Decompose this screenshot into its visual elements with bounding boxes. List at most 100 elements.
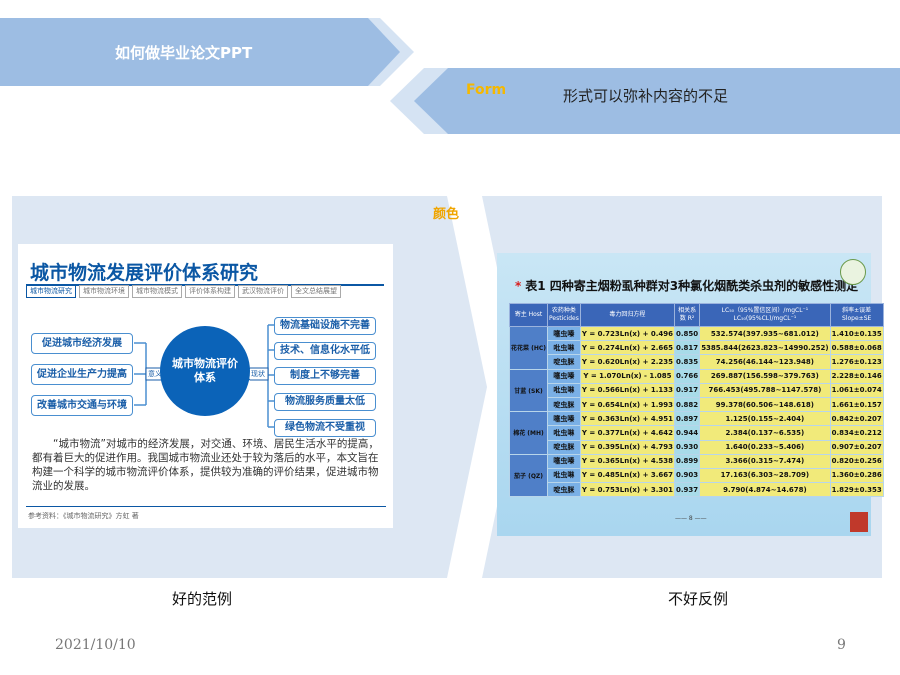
slide-tab-strip: 城市物流研究 城市物流环境 城市物流模式 评价体系构建 武汉物流评价 全文总结展… bbox=[26, 285, 386, 299]
equation-cell: Y = 0.654Ln(x) + 1.993 bbox=[579, 396, 676, 413]
pesticide-cell: 噻虫嗪 bbox=[547, 325, 581, 342]
bad-example-caption: 不好反例 bbox=[668, 590, 729, 608]
right-item: 物流基础设施不完善 bbox=[274, 317, 376, 335]
slide-page-number: —— 8 —— bbox=[675, 515, 707, 522]
left-arrow-label: 意义 bbox=[148, 370, 162, 378]
pesticide-cell: 吡虫啉 bbox=[547, 382, 581, 398]
r2-cell: 0.903 bbox=[674, 467, 701, 484]
lc50-cell: 74.256(46.144~123.948) bbox=[699, 354, 831, 370]
r2-cell: 0.917 bbox=[674, 382, 701, 398]
bad-example-slide: *表1 四种寄主烟粉虱种群对3种氯化烟酰类杀虫剂的敏感性测定 寄主 Host 农… bbox=[497, 253, 884, 536]
pesticide-cell: 啶虫脒 bbox=[547, 396, 581, 413]
r2-cell: 0.817 bbox=[674, 340, 701, 356]
asterisk: * bbox=[515, 279, 522, 293]
r2-cell: 0.944 bbox=[674, 425, 701, 441]
table-header: 斜率±误差 Slope±SE bbox=[829, 303, 884, 327]
pesticide-cell: 吡虫啉 bbox=[547, 467, 581, 484]
table-header: 毒力回归方程 bbox=[579, 303, 676, 327]
pesticide-cell: 啶虫脒 bbox=[547, 354, 581, 370]
table-header: 相关系数 R² bbox=[674, 303, 701, 327]
equation-cell: Y = 0.723Ln(x) + 0.496 bbox=[579, 325, 676, 342]
equation-cell: Y = 0.566Ln(x) + 1.133 bbox=[579, 382, 676, 398]
host-cell: 甘蓝 (SK) bbox=[509, 368, 548, 413]
slope-cell: 0.820±0.256 bbox=[829, 453, 884, 469]
pesticide-cell: 啶虫脒 bbox=[547, 482, 581, 498]
r2-cell: 0.930 bbox=[674, 439, 701, 455]
slope-cell: 1.061±0.074 bbox=[829, 382, 884, 398]
right-item: 技术、信息化水平低 bbox=[274, 342, 376, 360]
table-header: LC₅₀（95%置信区间）/mgCL⁻¹ LC₅₀(95%CL)/mgCL⁻¹ bbox=[699, 303, 831, 327]
center-label: 城市物流评价体系 bbox=[172, 357, 238, 384]
table-header: 寄主 Host bbox=[509, 303, 548, 327]
slope-cell: 0.907±0.207 bbox=[829, 439, 884, 455]
slope-cell: 1.829±0.353 bbox=[829, 482, 884, 498]
footer-date: 2021/10/10 bbox=[55, 637, 136, 653]
form-banner bbox=[390, 68, 900, 134]
r2-cell: 0.766 bbox=[674, 368, 701, 384]
equation-cell: Y = 0.395Ln(x) + 4.793 bbox=[579, 439, 676, 455]
host-cell: 花花菜 (HC) bbox=[509, 326, 548, 370]
left-item: 改善城市交通与环境 bbox=[31, 395, 133, 416]
r2-cell: 0.899 bbox=[674, 453, 701, 469]
lc50-cell: 1.125(0.155~2.404) bbox=[699, 411, 831, 427]
host-cell: 棉花 (MH) bbox=[509, 411, 548, 455]
logo-icon bbox=[840, 259, 866, 285]
equation-cell: Y = 0.274Ln(x) + 2.665 bbox=[579, 340, 676, 356]
pesticide-cell: 吡虫啉 bbox=[547, 340, 581, 356]
slide-paragraph: “城市物流”对城市的经济发展，对交通、环境、居民生活水平的提高，都有着巨大的促进… bbox=[32, 438, 379, 492]
data-table: 寄主 Host 农药种类 Pesticides 毒力回归方程 相关系数 R² L… bbox=[509, 303, 884, 498]
seal-icon bbox=[850, 512, 868, 532]
equation-cell: Y = 0.377Ln(x) + 4.642 bbox=[579, 425, 676, 441]
table-header: 农药种类 Pesticides bbox=[547, 303, 581, 327]
left-item: 促进企业生产力提高 bbox=[31, 364, 133, 385]
r2-cell: 0.835 bbox=[674, 354, 701, 370]
reference-note: 参考资料：《城市物流研究》方虹 著 bbox=[28, 512, 139, 520]
section-label: 颜色 bbox=[433, 207, 460, 222]
lc50-cell: 2.384(0.137~6.535) bbox=[699, 425, 831, 441]
host-cell: 茄子 (QZ) bbox=[509, 453, 548, 498]
equation-cell: Y = 0.753Ln(x) + 3.301 bbox=[579, 482, 676, 498]
slope-cell: 0.842±0.207 bbox=[829, 411, 884, 427]
slide-tab: 评价体系构建 bbox=[185, 285, 235, 298]
good-example-slide: 城市物流发展评价体系研究 城市物流研究 城市物流环境 城市物流模式 评价体系构建… bbox=[18, 244, 393, 528]
good-example-caption: 好的范例 bbox=[172, 590, 233, 608]
pesticide-cell: 噻虫嗪 bbox=[547, 453, 581, 469]
r2-cell: 0.882 bbox=[674, 396, 701, 413]
form-description: 形式可以弥补内容的不足 bbox=[563, 87, 729, 105]
slide-title: *表1 四种寄主烟粉虱种群对3种氯化烟酰类杀虫剂的敏感性测定 bbox=[515, 277, 858, 294]
pesticide-cell: 噻虫嗪 bbox=[547, 368, 581, 384]
lc50-cell: 17.163(6.303~28.709) bbox=[699, 467, 831, 484]
slide-tab: 全文总结展望 bbox=[291, 285, 341, 298]
slope-cell: 1.410±0.135 bbox=[829, 325, 884, 342]
equation-cell: Y = 0.365Ln(x) + 4.538 bbox=[579, 453, 676, 469]
lc50-cell: 5385.844(2623.823~14990.252) bbox=[699, 340, 831, 356]
right-item: 物流服务质量太低 bbox=[274, 393, 376, 411]
lc50-cell: 9.790(4.874~14.678) bbox=[699, 482, 831, 498]
equation-cell: Y = 0.620Ln(x) + 2.235 bbox=[579, 354, 676, 370]
center-circle: 城市物流评价体系 bbox=[160, 326, 250, 416]
slope-cell: 0.588±0.068 bbox=[829, 340, 884, 356]
pesticide-cell: 吡虫啉 bbox=[547, 425, 581, 441]
equation-cell: Y = 0.363Ln(x) + 4.951 bbox=[579, 411, 676, 427]
slope-cell: 0.834±0.212 bbox=[829, 425, 884, 441]
equation-cell: Y = 0.485Ln(x) + 3.667 bbox=[579, 467, 676, 484]
right-arrow-label: 现状 bbox=[251, 370, 265, 378]
slide-tab: 城市物流模式 bbox=[132, 285, 182, 298]
slope-cell: 2.228±0.146 bbox=[829, 368, 884, 384]
lc50-cell: 269.887(156.598~379.763) bbox=[699, 368, 831, 384]
lc50-cell: 532.574(397.935~681.012) bbox=[699, 325, 831, 342]
page-title: 如何做毕业论文PPT bbox=[115, 44, 253, 62]
slope-cell: 1.661±0.157 bbox=[829, 396, 884, 413]
lc50-cell: 3.366(0.315~7.474) bbox=[699, 453, 831, 469]
